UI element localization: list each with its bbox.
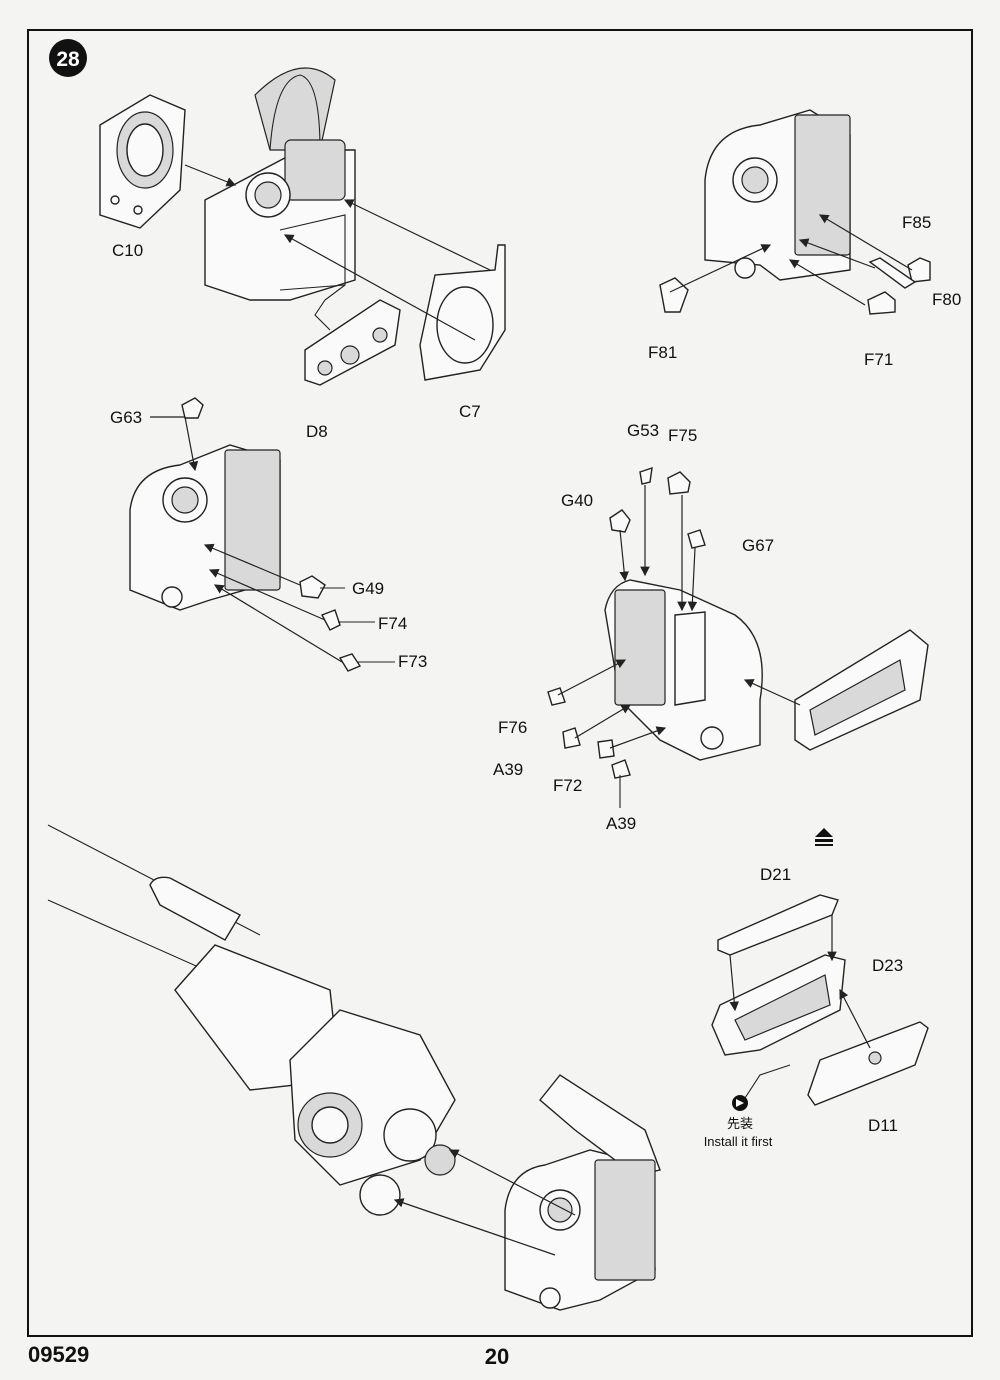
label-C7: C7 [459,402,481,421]
label-G49: G49 [352,579,384,598]
label-G53: G53 [627,421,659,440]
label-F74: F74 [378,614,407,633]
label-F75: F75 [668,426,697,445]
breech-assembly-top-right [659,109,931,315]
label-A39-bottom: A39 [606,814,636,833]
page-frame [27,29,973,1337]
label-F85: F85 [902,213,931,232]
install-first-icon [732,1095,748,1111]
label-F76: F76 [498,718,527,737]
label-A39-left: A39 [493,760,523,779]
direction-arrow-icon [815,828,833,846]
label-D23: D23 [872,956,903,975]
label-D8: D8 [306,422,328,441]
label-G40: G40 [561,491,593,510]
label-F73: F73 [398,652,427,671]
gun-barrel-assembly [47,824,661,1311]
ammo-box-subassembly [711,894,929,1106]
label-F80: F80 [932,290,961,309]
label-F71: F71 [864,350,893,369]
breech-assembly-center [547,466,929,808]
page-number: 20 [485,1344,509,1369]
label-F72: F72 [553,776,582,795]
label-C10: C10 [112,241,143,260]
install-first-chinese: 先装 [727,1116,753,1131]
part-labels: C10 D8 C7 F85 F80 F81 F71 G63 G49 F74 F7… [110,213,961,1149]
kit-number: 09529 [28,1342,89,1367]
label-G67: G67 [742,536,774,555]
label-D11: D11 [868,1116,898,1135]
label-D21: D21 [760,865,791,884]
label-F81: F81 [648,343,677,362]
label-G63: G63 [110,408,142,427]
step-number: 28 [56,48,80,71]
step-badge-icon: 28 [49,39,87,77]
breech-assembly-middle-left [129,397,395,672]
install-first-english: Install it first [704,1134,773,1149]
breech-assembly-top-left [99,67,506,386]
